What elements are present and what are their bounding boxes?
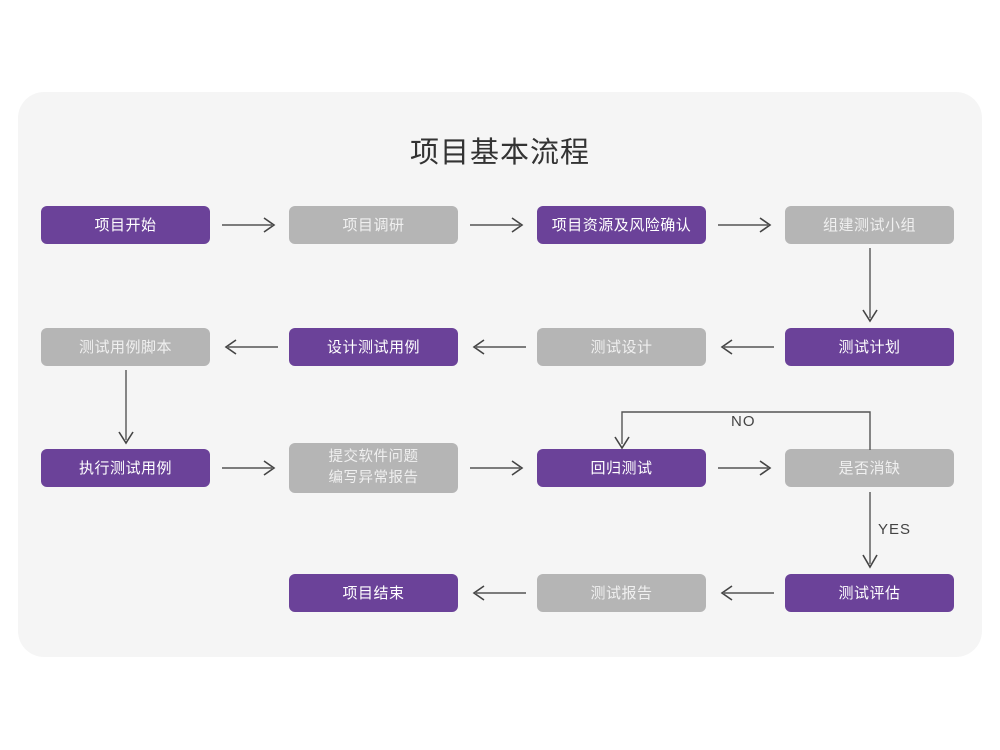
arrow-script-to-execute	[118, 370, 134, 445]
node-test-report[interactable]: 测试报告	[537, 574, 706, 612]
node-test-evaluation[interactable]: 测试评估	[785, 574, 954, 612]
arrow-execute-to-submit-issue	[222, 460, 276, 476]
arrow-risk-to-team	[718, 217, 772, 233]
arrow-yes-to-evaluation	[862, 492, 878, 569]
arrow-start-to-research	[222, 217, 276, 233]
arrow-research-to-risk	[470, 217, 524, 233]
node-execute-test-case[interactable]: 执行测试用例	[41, 449, 210, 487]
arrow-test-design-to-design-case	[472, 339, 526, 355]
node-submit-issue-report[interactable]: 提交软件问题 编写异常报告	[289, 443, 458, 493]
node-test-case-script[interactable]: 测试用例脚本	[41, 328, 210, 366]
arrow-report-to-project-end	[472, 585, 526, 601]
edge-label-yes: YES	[878, 521, 912, 538]
arrow-plan-to-test-design	[720, 339, 774, 355]
node-project-start[interactable]: 项目开始	[41, 206, 210, 244]
node-resource-risk-confirm[interactable]: 项目资源及风险确认	[537, 206, 706, 244]
node-build-test-team[interactable]: 组建测试小组	[785, 206, 954, 244]
node-project-research[interactable]: 项目调研	[289, 206, 458, 244]
arrow-team-to-plan	[862, 248, 878, 323]
node-test-design[interactable]: 测试设计	[537, 328, 706, 366]
flowchart-panel	[18, 92, 982, 657]
node-regression-test[interactable]: 回归测试	[537, 449, 706, 487]
node-project-end[interactable]: 项目结束	[289, 574, 458, 612]
node-test-plan[interactable]: 测试计划	[785, 328, 954, 366]
node-design-test-case[interactable]: 设计测试用例	[289, 328, 458, 366]
arrow-no-feedback-loop	[614, 411, 871, 450]
arrow-evaluation-to-report	[720, 585, 774, 601]
page-title: 项目基本流程	[409, 135, 590, 169]
arrow-regression-to-defect-check	[718, 460, 772, 476]
arrow-design-case-to-script	[224, 339, 278, 355]
edge-label-no: NO	[731, 413, 756, 430]
node-defect-cleared[interactable]: 是否消缺	[785, 449, 954, 487]
arrow-submit-issue-to-regression	[470, 460, 524, 476]
